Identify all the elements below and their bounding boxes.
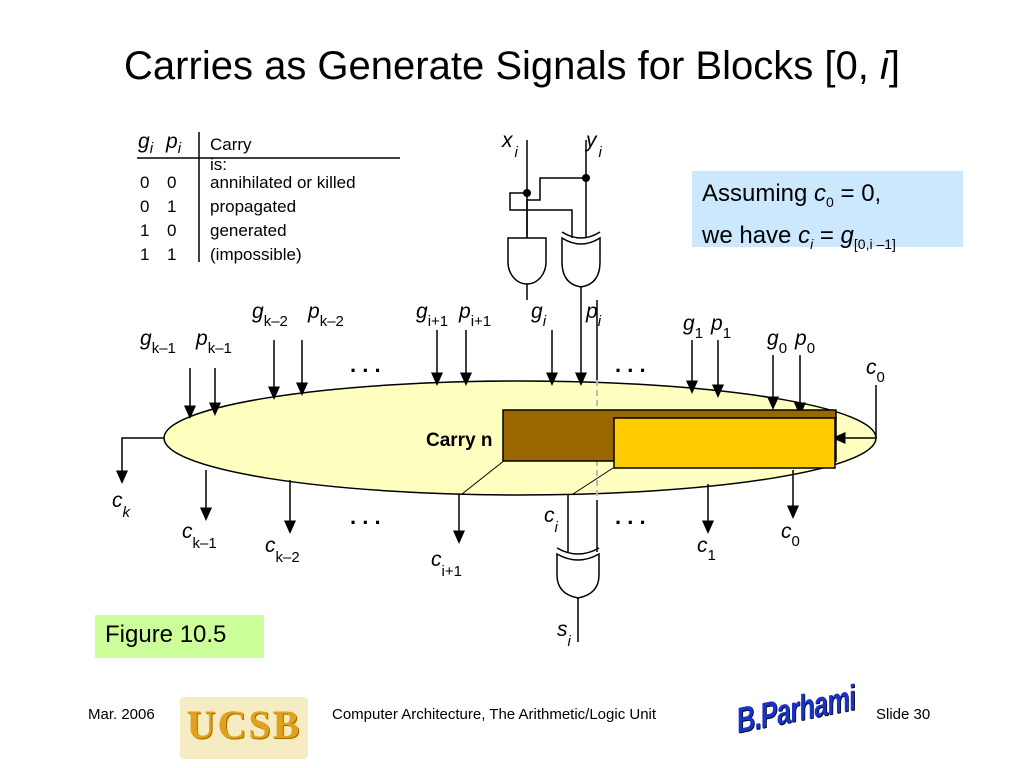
xi-branch-wire: [509, 192, 573, 238]
title-zero: 0,: [835, 44, 880, 88]
gold-block-box: [613, 417, 836, 469]
ck-output-wire: [116, 437, 164, 484]
label-c0-out: c0: [781, 520, 800, 550]
label-g0: g0: [767, 327, 787, 357]
label-pi: pi: [585, 300, 602, 330]
svg-text:. . .: . . .: [615, 504, 646, 529]
figure-label: Figure 10.5: [95, 615, 264, 658]
label-xi: xi: [501, 129, 519, 161]
table-row-1-p: 1: [167, 197, 176, 216]
table-row-0-desc: annihilated or killed: [210, 173, 356, 192]
title-prefix: Carries as Generate Signals for Blocks [: [124, 44, 836, 88]
svg-text:. . .: . . .: [350, 352, 381, 377]
label-ck: ck: [112, 489, 132, 521]
label-pi1: pi+1: [458, 300, 491, 330]
sum-xor-gate: [556, 552, 600, 599]
label-yi: yi: [584, 129, 603, 161]
label-g1: g1: [683, 312, 703, 342]
table-row-2-g: 1: [140, 221, 149, 240]
yi-branch-wire: [526, 177, 586, 238]
label-ck1: ck–1: [182, 520, 217, 552]
input-arrows: [184, 330, 806, 419]
svg-text:. . .: . . .: [350, 504, 381, 529]
output-arrows: [200, 470, 799, 544]
assumption-callout: Assuming c0 = 0, we have ci = g[0,i –1]: [692, 171, 963, 252]
label-gi1: gi+1: [416, 300, 448, 330]
table-row-1-desc: propagated: [210, 197, 296, 216]
table-row-2-desc: generated: [210, 221, 287, 240]
label-ck2: ck–2: [265, 534, 300, 566]
ellipsis-dots: . . . . . . . . . . . .: [350, 352, 646, 529]
slide-title: Carries as Generate Signals for Blocks […: [0, 44, 1024, 89]
label-ci1: ci+1: [431, 548, 462, 580]
table-header-p: pi: [166, 130, 182, 158]
table-row-3-desc: (impossible): [210, 245, 302, 264]
table-row-0-g: 0: [140, 173, 149, 192]
author-logo: B.Parhami: [737, 676, 856, 741]
label-si: si: [557, 618, 572, 650]
label-gi: gi: [531, 300, 547, 330]
footer-course: Computer Architecture, The Arithmetic/Lo…: [332, 706, 657, 723]
xor-gate-curve: [561, 231, 601, 239]
label-c0-in: c0: [866, 356, 885, 386]
table-row-1-g: 0: [140, 197, 149, 216]
sum-xor-curve: [556, 547, 600, 555]
label-gk1: gk–1: [140, 327, 176, 357]
c0-input-wire: [832, 385, 877, 444]
footer-date: Mar. 2006: [88, 706, 155, 723]
table-header-desc: Carry is:: [210, 135, 252, 174]
table-row-0-p: 0: [167, 173, 176, 192]
table-row-3-g: 1: [140, 245, 149, 264]
table-rows: 0 0 annihilated or killed 0 1 propagated…: [140, 173, 356, 264]
title-i: i: [879, 44, 889, 88]
xor-gate: [561, 236, 601, 288]
label-ci: ci: [544, 504, 559, 536]
label-p0: p0: [794, 327, 815, 357]
table-row-2-p: 0: [167, 221, 176, 240]
box-link-line-2: [572, 467, 614, 495]
ucsb-logo: UCSB: [180, 697, 308, 759]
table-header-g: gi: [138, 130, 154, 158]
label-pk2: pk–2: [307, 300, 344, 330]
label-p1: p1: [710, 312, 731, 342]
label-gk2: gk–2: [252, 300, 288, 330]
callout-line-1: Assuming c0 = 0,: [702, 180, 882, 210]
footer-slide-number: Slide 30: [876, 706, 931, 723]
table-row-3-p: 1: [167, 245, 176, 264]
and-gate: [507, 237, 547, 285]
box-link-line-1: [461, 459, 506, 495]
title-suffix: ]: [888, 44, 900, 88]
network-label: Carry n: [426, 430, 493, 451]
label-c1: c1: [697, 534, 716, 564]
signal-labels: xi yi gk–1 pk–1 gk–2 pk–2 gi+1 pi+1 gi p…: [112, 129, 885, 650]
svg-text:. . .: . . .: [615, 352, 646, 377]
label-pk1: pk–1: [195, 327, 232, 357]
callout-line-2: we have ci = g[0,i –1]: [702, 221, 896, 252]
